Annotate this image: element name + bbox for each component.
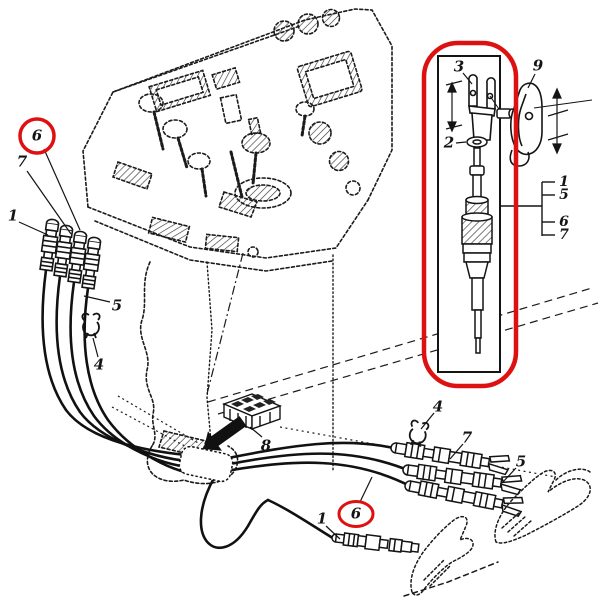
cable-harness xyxy=(41,268,414,549)
left-cable-connectors xyxy=(38,217,103,290)
red-highlight-rounded-rect xyxy=(421,40,519,389)
callout-5-side: 5 xyxy=(559,187,569,203)
bracket-9-drawing xyxy=(509,82,593,167)
callout-6-side: 6 xyxy=(559,214,569,230)
callout-3-inset: 3 xyxy=(453,57,465,76)
side-ref-bracket xyxy=(500,181,555,236)
projection-lines xyxy=(111,252,599,478)
bottom-right-brackets xyxy=(403,468,591,597)
callout-4-right: 4 xyxy=(432,397,444,416)
direction-arrow xyxy=(203,416,247,451)
callout-1-left: 1 xyxy=(7,206,19,225)
cable-adjuster-drawing xyxy=(461,147,493,354)
callout-1-bottom: 1 xyxy=(316,509,328,528)
red-highlight-oval xyxy=(337,500,375,528)
callout-7-right: 7 xyxy=(461,428,473,447)
clevis-drawing xyxy=(468,74,496,141)
red-highlight-circle xyxy=(18,117,56,155)
callout-6-circled-bottom: 6 xyxy=(350,504,362,523)
cable-sleeve xyxy=(178,445,234,483)
washer-drawing xyxy=(466,136,488,148)
callout-9-inset: 9 xyxy=(532,56,544,75)
callout-6-circled-top: 6 xyxy=(31,126,43,145)
callout-2-inset: 2 xyxy=(443,133,455,152)
connector-block-8 xyxy=(222,393,282,431)
callout-7-left: 7 xyxy=(16,152,28,171)
callout-4-left: 4 xyxy=(93,355,105,374)
callout-1-side: 1 xyxy=(559,174,569,190)
bracket-9-dimension-arrows xyxy=(547,87,569,155)
callout-5-left: 5 xyxy=(111,296,123,315)
leader-lines xyxy=(18,72,536,540)
callout-8-block: 8 xyxy=(260,436,272,455)
console-drawing xyxy=(82,8,393,485)
callout-7-side: 7 xyxy=(559,227,569,243)
clevis-dimension-arrows xyxy=(445,80,463,133)
detail-inset xyxy=(421,40,593,389)
callout-5-right: 5 xyxy=(515,452,527,471)
